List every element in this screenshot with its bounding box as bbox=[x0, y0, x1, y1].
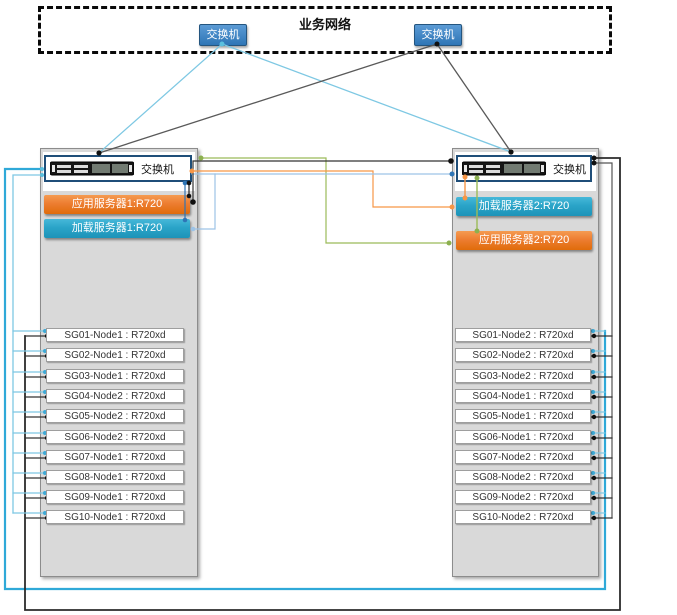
node-box: SG02-Node1 : R720xd bbox=[46, 348, 184, 362]
cross-links bbox=[191, 157, 453, 244]
node-box: SG07-Node2 : R720xd bbox=[455, 450, 591, 464]
rack-switch-right-label: 交换机 bbox=[553, 163, 586, 176]
node-box: SG06-Node2 : R720xd bbox=[46, 430, 184, 444]
load-server-2-bar: 加载服务器2:R720 bbox=[456, 197, 592, 216]
node-box: SG10-Node1 : R720xd bbox=[46, 510, 184, 524]
node-box: SG05-Node1 : R720xd bbox=[455, 409, 591, 423]
rack-switch-left: 交换机 bbox=[44, 155, 192, 182]
load-server-1-bar: 加载服务器1:R720 bbox=[44, 219, 190, 238]
node-box: SG07-Node1 : R720xd bbox=[46, 450, 184, 464]
node-box: SG01-Node1 : R720xd bbox=[46, 328, 184, 342]
rack-switch-right: 交换机 bbox=[456, 155, 592, 182]
local-links bbox=[184, 176, 478, 232]
node-box: SG10-Node2 : R720xd bbox=[455, 510, 591, 524]
rack-switch-left-label: 交换机 bbox=[141, 163, 174, 176]
node-box: SG03-Node1 : R720xd bbox=[46, 369, 184, 383]
node-box: SG06-Node1 : R720xd bbox=[455, 430, 591, 444]
node-box: SG08-Node2 : R720xd bbox=[455, 470, 591, 484]
app-server-2-bar: 应用服务器2:R720 bbox=[456, 231, 592, 250]
node-box: SG03-Node2 : R720xd bbox=[455, 369, 591, 383]
node-box: SG09-Node2 : R720xd bbox=[455, 490, 591, 504]
node-box: SG04-Node1 : R720xd bbox=[455, 389, 591, 403]
business-switch-right: 交换机 bbox=[414, 24, 462, 46]
switch-device-icon bbox=[50, 161, 134, 176]
switch-device-icon bbox=[462, 161, 546, 176]
app-server-1-bar: 应用服务器1:R720 bbox=[44, 195, 190, 214]
business-network-label: 业务网络 bbox=[298, 17, 351, 32]
node-box: SG08-Node1 : R720xd bbox=[46, 470, 184, 484]
node-box: SG04-Node2 : R720xd bbox=[46, 389, 184, 403]
node-box: SG01-Node2 : R720xd bbox=[455, 328, 591, 342]
node-box: SG05-Node2 : R720xd bbox=[46, 409, 184, 423]
uplink-lines bbox=[98, 43, 512, 154]
node-box: SG02-Node2 : R720xd bbox=[455, 348, 591, 362]
node-box: SG09-Node1 : R720xd bbox=[46, 490, 184, 504]
business-network-zone: 业务网络 bbox=[38, 6, 612, 54]
business-switch-left: 交换机 bbox=[199, 24, 247, 46]
